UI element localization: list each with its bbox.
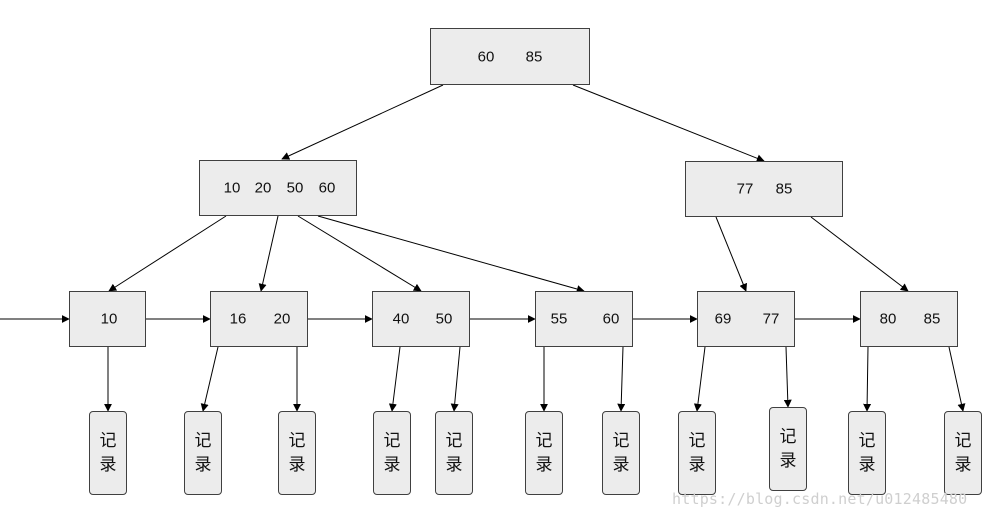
leaf-key: 20 <box>273 310 291 328</box>
leaf-node: 40 50 <box>372 291 470 347</box>
record-char: 记 <box>612 431 630 451</box>
leaf-node: 55 60 <box>535 291 633 347</box>
record-box: 记录 <box>525 411 563 495</box>
record-box: 记录 <box>944 411 982 495</box>
edge-leaf-3-to-record-5 <box>450 346 461 412</box>
edge-root-to-internal-1 <box>281 84 444 160</box>
edge-leaf-3-to-record-4 <box>388 346 401 412</box>
record-label: 记录 <box>185 429 221 477</box>
record-box: 记录 <box>373 411 411 495</box>
record-char: 录 <box>383 455 401 475</box>
record-label: 记录 <box>374 429 410 477</box>
internal-node: 10 20 50 60 <box>199 160 357 216</box>
record-char: 记 <box>688 431 706 451</box>
internal-key: 50 <box>286 179 304 197</box>
record-label: 记录 <box>945 429 981 477</box>
record-box: 记录 <box>602 411 640 495</box>
record-char: 录 <box>288 455 306 475</box>
leaf-key: 80 <box>879 310 897 328</box>
record-char: 记 <box>383 431 401 451</box>
leaf-key: 77 <box>762 310 780 328</box>
record-char: 录 <box>954 455 972 475</box>
edge-internal-1-to-leaf-3 <box>297 215 422 292</box>
record-box: 记录 <box>278 411 316 495</box>
record-label: 记录 <box>849 429 885 477</box>
root-key: 60 <box>477 48 495 65</box>
record-char: 记 <box>858 431 876 451</box>
leaf-key: 55 <box>550 310 568 328</box>
edge-internal-1-to-leaf-4 <box>317 215 585 293</box>
leaf-key: 10 <box>100 310 118 328</box>
record-char: 录 <box>779 451 797 471</box>
record-char: 录 <box>445 455 463 475</box>
record-char: 录 <box>194 455 212 475</box>
leaf-node: 16 20 <box>210 291 308 347</box>
record-label: 记录 <box>526 429 562 477</box>
internal-node: 77 85 <box>685 161 843 217</box>
record-label: 记录 <box>279 429 315 477</box>
edge-leaf-2-to-record-2 <box>200 346 219 412</box>
internal-key: 85 <box>775 180 793 198</box>
leaf-key: 50 <box>435 310 453 328</box>
leaf-key: 16 <box>229 310 247 328</box>
record-char: 录 <box>612 455 630 475</box>
record-char: 记 <box>99 431 117 451</box>
edge-internal-2-to-leaf-6 <box>810 216 909 292</box>
record-char: 录 <box>858 455 876 475</box>
record-char: 记 <box>194 431 212 451</box>
record-box: 记录 <box>678 411 716 495</box>
internal-key: 77 <box>736 180 754 198</box>
leaf-key: 85 <box>923 310 941 328</box>
record-char: 记 <box>954 431 972 451</box>
record-label: 记录 <box>679 429 715 477</box>
record-char: 录 <box>688 455 706 475</box>
internal-key: 60 <box>318 179 336 197</box>
watermark: https://blog.csdn.net/u012485480 <box>672 490 968 508</box>
record-char: 记 <box>779 427 797 447</box>
record-label: 记录 <box>436 429 472 477</box>
edge-leaf-6-to-record-10 <box>863 346 872 412</box>
record-char: 录 <box>99 455 117 475</box>
edge-leaf-5-to-record-9 <box>783 346 792 408</box>
edge-internal-1-to-leaf-1 <box>108 215 227 292</box>
edge-root-to-internal-2 <box>572 84 765 163</box>
record-box: 记录 <box>435 411 473 495</box>
internal-key: 10 <box>223 179 241 197</box>
record-box: 记录 <box>848 411 886 495</box>
record-char: 录 <box>535 455 553 475</box>
edge-leaf-6-to-record-11 <box>948 346 966 412</box>
leaf-node: 10 <box>69 291 146 347</box>
record-label: 记录 <box>603 429 639 477</box>
root-key: 85 <box>525 48 543 65</box>
leaf-key: 69 <box>714 310 732 328</box>
leaf-key: 60 <box>602 310 620 328</box>
record-label: 记录 <box>770 425 806 473</box>
leaf-node: 80 85 <box>860 291 958 347</box>
record-box: 记录 <box>769 407 807 491</box>
edge-leaf-5-to-record-8 <box>693 346 706 412</box>
edge-leaf-4-to-record-7 <box>617 346 626 412</box>
record-box: 记录 <box>184 411 222 495</box>
root-node: 60 85 <box>430 28 590 85</box>
record-char: 记 <box>288 431 306 451</box>
internal-key: 20 <box>254 179 272 197</box>
leaf-node: 69 77 <box>697 291 795 347</box>
leaf-key: 40 <box>392 310 410 328</box>
record-char: 记 <box>535 431 553 451</box>
record-label: 记录 <box>90 429 126 477</box>
edge-internal-2-to-leaf-5 <box>715 216 748 292</box>
record-box: 记录 <box>89 411 127 495</box>
record-char: 记 <box>445 431 463 451</box>
edge-internal-1-to-leaf-2 <box>258 215 279 292</box>
